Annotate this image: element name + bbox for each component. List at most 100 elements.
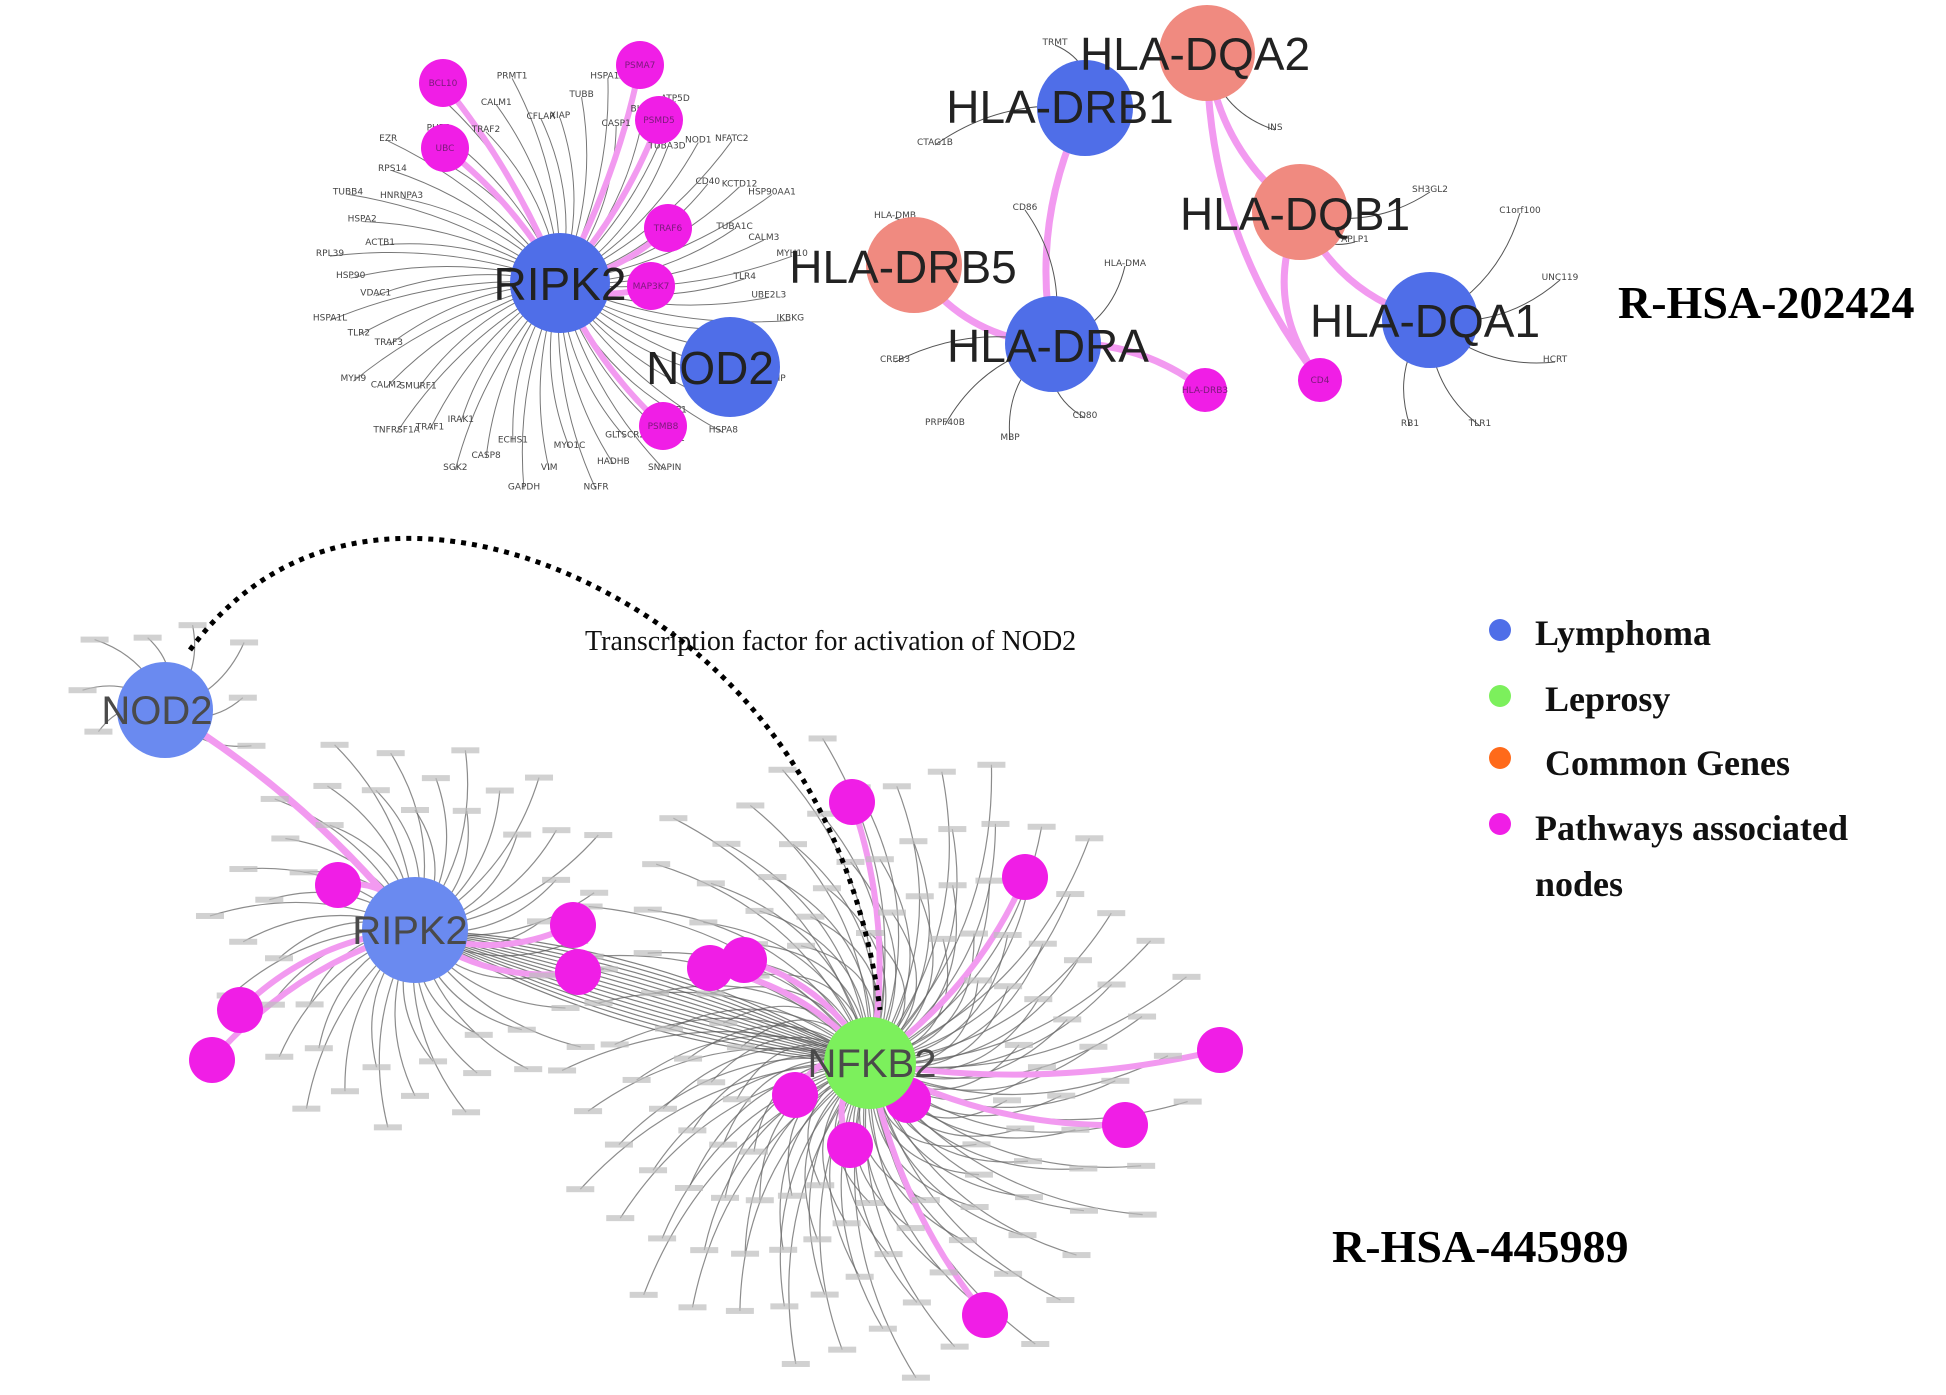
leaf-nfkb2-48: [1062, 1252, 1091, 1259]
leaf-nfkb2-7: [938, 826, 967, 833]
leaf-hcrt: HCRT: [1543, 355, 1568, 365]
hub-nod2-bottom: [117, 662, 213, 758]
leaf-nfkb2-84: [739, 1148, 768, 1155]
pathway-node-bcl10: [419, 59, 467, 107]
leaf-nfkb2-94: [574, 1108, 603, 1115]
leaf-nod2-2: [80, 636, 109, 643]
leaf-nfkb2-28: [1053, 1016, 1082, 1023]
legend-marker-common-genes: [1489, 747, 1511, 769]
leaf-nfkb2-73: [806, 1182, 835, 1189]
hub-hla-drb1: [1037, 60, 1133, 156]
leaf-nfkb2-33: [1027, 1064, 1056, 1071]
leaf-cflar: CFLAR: [526, 112, 555, 122]
leaf-nfkb2-32: [1153, 1052, 1182, 1059]
hub-hla-dra: [1005, 296, 1101, 392]
legend-label-lymphoma: Lymphoma: [1535, 613, 1711, 653]
bottom-network-id: R-HSA-445989: [1332, 1221, 1628, 1272]
hub-label-ripk2-bottom: RIPK2: [352, 909, 468, 953]
leaf-nfkb2-60: [896, 1225, 925, 1232]
leaf-ripk2-23: [401, 1092, 429, 1099]
leaf-nfkb2-68: [832, 1220, 861, 1227]
leaf-nfkb2-57: [911, 1197, 940, 1204]
leaf-nfkb2-14: [959, 930, 988, 937]
leaf-nfkb2-44: [1014, 1158, 1043, 1165]
leaf-ripk2-16: [566, 1043, 595, 1050]
leaf-nfkb2-18: [1056, 891, 1085, 898]
pathway-node-bottom-13: [827, 1122, 873, 1168]
leaf-nfkb2-75: [725, 1307, 754, 1314]
leaf-casp8: CASP8: [471, 451, 501, 461]
leaf-nfkb2-95: [697, 1079, 726, 1086]
pathway-node-label-bcl10: BCL10: [429, 79, 458, 89]
leaf-nfkb2-0: [856, 930, 884, 936]
leaf-nfkb2-122: [796, 913, 825, 920]
edge-ripk2-nfkb2-8: [414, 929, 871, 1064]
leaf-nfkb2-65: [856, 1200, 884, 1206]
leaf-nfkb2-52: [960, 1204, 989, 1211]
pathway-node-label-ubc: UBC: [436, 144, 455, 154]
leaf-nfkb2-34: [1101, 1077, 1130, 1084]
legend-label-leprosy: Leprosy: [1545, 679, 1670, 719]
leaf-ripk2-1: [421, 775, 450, 782]
leaf-nfkb2-2: [882, 783, 911, 790]
leaf-nfkb2-47: [1014, 1194, 1043, 1201]
leaf-sh3gl2: SH3GL2: [1412, 185, 1448, 195]
leaf-nfkb2-30: [1004, 1041, 1033, 1048]
leaf-vim: VIM: [541, 463, 558, 473]
leaf-nfkb2-16: [1075, 835, 1104, 842]
leaf-ripk2-4: [485, 787, 514, 794]
leaf-nfkb2-27: [1172, 973, 1201, 980]
leaf-nfkb2-91: [604, 1141, 633, 1148]
leaf-nfkb2-26: [1097, 981, 1126, 988]
leaf-nod2-3: [133, 634, 162, 641]
leaf-nfkb2-17: [993, 931, 1022, 938]
leaf-nfkb2-46: [962, 1141, 991, 1148]
leaf-ripk2-28: [304, 1045, 333, 1052]
hub-label-hla-drb1: HLA-DRB1: [946, 81, 1174, 133]
leaf-nfkb2-67: [828, 1346, 857, 1353]
leaf-nfkb2-3: [877, 909, 906, 916]
hub-label-hla-dqb1: HLA-DQB1: [1180, 188, 1410, 240]
leaf-nfkb2-100: [726, 1044, 755, 1051]
pathway-edge-bottom-9: [869, 1047, 1221, 1078]
pathway-node-label-psmb8: PSMB8: [648, 422, 679, 432]
leaf-cd40: CD40: [695, 177, 720, 187]
leaf-nfkb2-74: [769, 1246, 798, 1253]
leaf-cd86: CD86: [1013, 203, 1038, 213]
leaf-nfkb2-70: [781, 1360, 810, 1367]
leaf-nfkb2-99: [600, 1041, 629, 1048]
pathway-node-bottom-1: [217, 987, 263, 1033]
leaf-nfkb2-40: [1127, 1162, 1156, 1169]
leaf-atp5d: ATP5D: [661, 94, 690, 104]
leaf-nfkb2-45: [1069, 1207, 1098, 1214]
leaf-echs1: ECHS1: [498, 436, 528, 446]
pathway-node-bottom-14: [962, 1292, 1008, 1338]
leaf-nfkb2-82: [711, 1194, 740, 1201]
leaf-cd80: CD80: [1073, 411, 1098, 421]
edge-ripk2-nfkb2-13: [414, 929, 871, 1064]
leaf-nfkb2-43: [1128, 1211, 1157, 1218]
leaf-snapin: SNAPIN: [648, 463, 681, 473]
legend-marker-lymphoma: [1489, 619, 1511, 641]
top-network-id: R-HSA-202424: [1618, 277, 1914, 328]
leaf-hla-dma: HLA-DMA: [1104, 259, 1147, 269]
pathway-node-bottom-8: [721, 937, 767, 983]
leaf-nfkb2-126: [807, 810, 836, 817]
leaf-nfkb2-54: [1021, 1341, 1050, 1348]
leaf-nfkb2-20: [1028, 940, 1057, 947]
leaf-ripk2-40: [260, 795, 289, 802]
edge-ripk2-nfkb2-5: [414, 929, 871, 1064]
hub-label-nod2-bottom: NOD2: [101, 689, 212, 733]
leaf-hspa8: HSPA8: [709, 426, 738, 436]
nod2-nfkb2-connector: [187, 535, 883, 1011]
leaf-tubb: TUBB: [568, 90, 593, 100]
leaf-vdac1: VDAC1: [360, 289, 391, 299]
hub-nod2-top: [680, 317, 780, 417]
edge-ripk2-nfkb2-9: [414, 929, 871, 1064]
leaf-nfkb2-110: [633, 906, 662, 913]
leaf-nfkb2-123: [778, 841, 807, 848]
leaf-nfkb2-53: [994, 1270, 1023, 1277]
edge-ripk2-nfkb2-2: [414, 929, 871, 1064]
